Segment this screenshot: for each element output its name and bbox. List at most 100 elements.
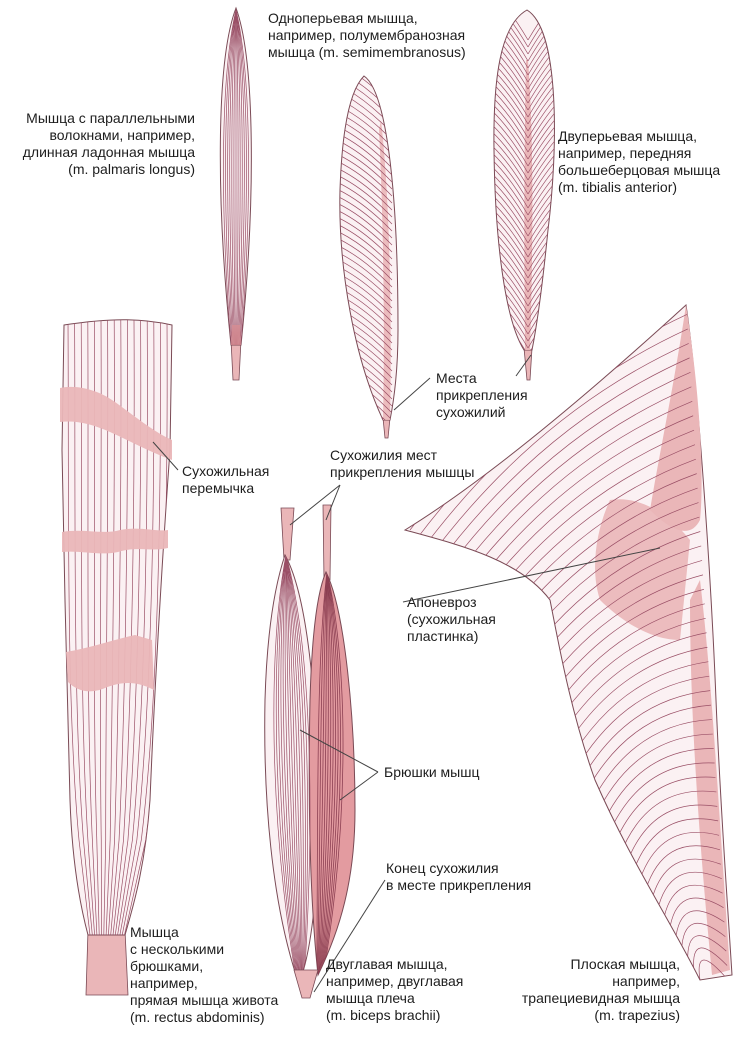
biceps-muscle <box>264 504 356 999</box>
muscle-fiber <box>319 572 332 975</box>
muscle-fiber <box>527 59 555 111</box>
muscle-fiber <box>527 339 555 350</box>
tendinous-intersection-2 <box>62 528 168 554</box>
muscle-fiber <box>339 206 393 253</box>
muscle-fiber <box>227 9 237 345</box>
muscle-fiber <box>527 94 555 146</box>
muscle-fiber <box>318 572 328 975</box>
muscle-fiber <box>285 555 304 975</box>
muscle-fiber <box>527 115 555 167</box>
muscle-fiber <box>235 9 241 345</box>
muscle-fiber <box>339 178 393 225</box>
muscle-fiber <box>527 80 555 132</box>
muscle-fiber <box>110 319 128 935</box>
muscle-fiber <box>493 241 529 293</box>
muscle-fiber <box>339 150 393 197</box>
muscle-fiber <box>493 38 529 90</box>
muscle-fiber <box>112 319 135 935</box>
muscle-fiber <box>339 185 393 232</box>
muscle-fiber <box>285 555 300 975</box>
muscle-fiber <box>493 262 529 314</box>
muscle-fiber <box>223 9 237 345</box>
muscle-fiber <box>339 220 393 267</box>
muscle-fiber <box>662 884 723 923</box>
label-unipennate: Одноперьевая мышца,например, полумембран… <box>268 10 466 60</box>
muscle-fiber <box>527 143 555 195</box>
muscle-fiber <box>607 762 715 837</box>
muscle-fiber <box>280 555 298 975</box>
muscle-fiber <box>493 192 529 244</box>
muscle-fiber <box>527 87 555 139</box>
muscle-fiber <box>339 115 393 162</box>
muscle-fiber <box>527 101 555 153</box>
muscle-fiber <box>339 171 393 218</box>
flat-muscle <box>403 303 733 981</box>
muscle-fiber <box>235 9 247 345</box>
muscle-fiber <box>493 276 529 328</box>
muscle-fiber <box>527 66 555 118</box>
muscle-fiber <box>278 555 298 975</box>
muscle-fiber <box>339 290 393 337</box>
muscle-fiber <box>493 213 529 265</box>
muscle-fiber <box>650 858 721 904</box>
muscle-fiber <box>493 73 529 125</box>
muscle-fiber <box>285 555 308 975</box>
muscle-fiber <box>493 94 529 146</box>
muscle-fiber <box>493 101 529 153</box>
muscle-fiber <box>108 319 122 935</box>
muscle-fiber <box>493 248 529 300</box>
muscle-fiber <box>339 325 393 372</box>
muscle-fiber <box>339 122 393 169</box>
muscle-fiber <box>229 9 237 345</box>
muscle-fiber <box>114 319 142 935</box>
muscle-fiber <box>339 248 393 295</box>
muscle-fiber <box>318 572 329 975</box>
muscle-fiber <box>284 555 300 975</box>
muscle-fiber <box>322 572 341 975</box>
muscle-fiber <box>493 115 529 167</box>
muscle-fiber <box>493 150 529 202</box>
muscle-fiber <box>339 129 393 176</box>
muscle-fiber <box>339 227 393 274</box>
muscle-fiber <box>674 910 725 942</box>
muscle-fiber <box>493 283 529 335</box>
muscle-fiber <box>493 66 529 118</box>
muscle-fiber <box>594 733 713 818</box>
muscle-fiber <box>600 748 714 827</box>
muscle-fiber <box>317 572 328 975</box>
muscle-fiber <box>527 73 555 125</box>
muscle-fiber <box>339 283 393 330</box>
muscle-fiber <box>493 24 529 76</box>
muscle-fiber <box>631 818 719 875</box>
muscle-fiber <box>339 318 393 365</box>
muscle-fiber <box>321 572 339 975</box>
muscle-fiber <box>528 354 565 404</box>
muscle-fiber <box>339 213 393 260</box>
muscle-fiber <box>656 871 722 914</box>
muscle-fiber <box>527 38 555 90</box>
muscle-fiber <box>681 922 726 952</box>
muscle-fiber <box>668 897 724 933</box>
muscle-fiber <box>527 108 555 160</box>
muscle-fiber <box>527 185 555 237</box>
muscle-fiber <box>527 136 555 188</box>
muscle-fiber <box>493 185 529 237</box>
muscle-fiber <box>527 178 555 230</box>
muscle-fiber <box>273 555 296 975</box>
muscle-fiber <box>285 555 303 975</box>
muscle-fiber <box>493 59 529 111</box>
muscle-fiber <box>527 52 555 104</box>
muscle-fiber <box>235 9 245 345</box>
muscle-fiber <box>285 555 306 975</box>
muscle-fiber <box>619 790 717 856</box>
muscle-fiber <box>339 276 393 323</box>
muscle-fiber <box>527 45 555 97</box>
muscle-fiber <box>339 311 393 358</box>
